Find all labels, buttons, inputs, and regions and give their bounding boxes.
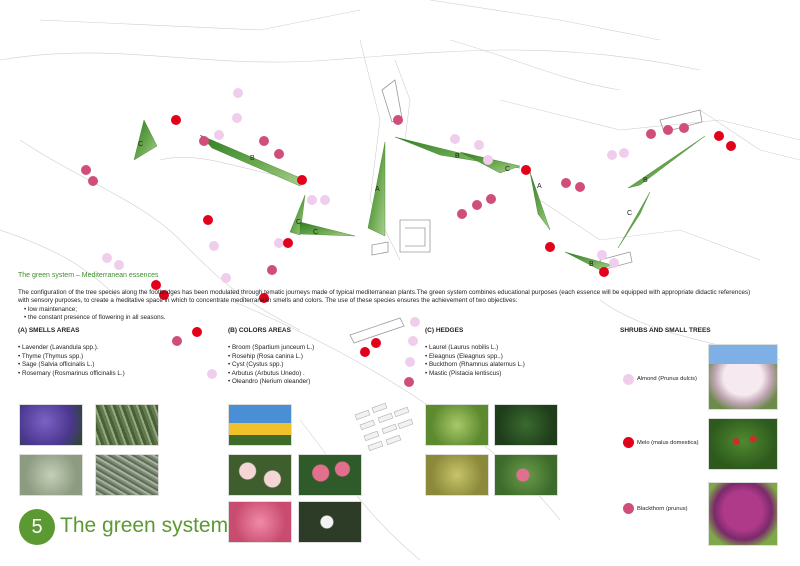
almond-markers — [102, 88, 629, 379]
mastic-photo — [494, 454, 558, 496]
rosemary-photo — [95, 404, 159, 446]
smells-item: Sage (Salvia officinalis L.) — [18, 361, 125, 370]
buckthorn-photo — [425, 454, 489, 496]
zone-label-a-1: A — [375, 186, 380, 193]
hedges-section: (C) HEDGES Laurel (Laurus nobilis L.) El… — [425, 327, 525, 378]
colors-item: Broom (Spartium junceum L.) — [228, 344, 314, 353]
melo-legend-icon — [623, 437, 634, 448]
thyme-photo — [95, 454, 159, 496]
cyst-photo — [298, 454, 362, 496]
melo-markers — [151, 115, 736, 357]
shrubs-title: SHRUBS AND SMALL TREES — [620, 327, 711, 334]
objectives-list: low maintenance; the constant presence o… — [18, 306, 758, 323]
colors-item: Oleandro (Nerium oleander) — [228, 378, 314, 387]
section-number-badge: 5 — [19, 509, 55, 545]
system-subtitle: The green system – Mediterranean essence… — [18, 272, 159, 279]
arbutus-photo — [298, 501, 362, 543]
band-c-1 — [133, 119, 158, 161]
smells-list: Lavender (Lavandula spp.). Thyme (Thymus… — [18, 344, 125, 378]
lavender-photo — [19, 404, 83, 446]
band-a-1 — [367, 141, 386, 237]
zone-label-a-2: A — [537, 183, 542, 190]
blackthorn-legend-label: Blackthorn (prunus) — [637, 506, 688, 512]
zone-label-b-3: B — [589, 261, 594, 268]
zone-labels: C B C C A B C A B B C — [138, 141, 648, 268]
zone-label-b-4: B — [643, 177, 648, 184]
building-cluster — [354, 402, 414, 452]
hedges-list: Laurel (Laurus nobilis L.) Eleagnus (Ele… — [425, 344, 525, 378]
melo-legend-label: Melo (malus domestica) — [637, 440, 699, 446]
smells-item: Thyme (Thymus spp.) — [18, 353, 125, 362]
objective-item: the constant presence of flowering in al… — [24, 314, 758, 322]
intro-text: The configuration of the tree species al… — [18, 289, 758, 322]
hedges-item: Mastic (Pistacia lentiscus) — [425, 370, 525, 379]
intro-paragraph: The configuration of the tree species al… — [18, 289, 751, 305]
colors-item: Cyst (Cystus spp.) — [228, 361, 314, 370]
zone-label-b-1: B — [250, 155, 255, 162]
rosehip-photo — [228, 454, 292, 496]
zone-label-c-1: C — [138, 141, 143, 148]
almond-tree-photo — [708, 344, 778, 410]
section-title: The green system — [60, 514, 229, 537]
broom-photo — [228, 404, 292, 446]
almond-legend-label: Almond (Prunus dulcis) — [637, 376, 697, 382]
colors-list: Broom (Spartium junceum L.) Rosehip (Ros… — [228, 344, 315, 387]
zone-label-b-2: B — [455, 153, 460, 160]
melo-tree-photo — [708, 418, 778, 470]
band-c-3 — [299, 221, 356, 237]
hedges-item: Buckthorn (Rhamnus alaternus L.) — [425, 361, 525, 370]
band-c-5 — [617, 191, 651, 249]
smells-item: Lavender (Lavandula spp.). — [18, 344, 125, 353]
band-a-2 — [529, 171, 551, 231]
eleagnus-photo — [494, 404, 558, 446]
hedges-item: Laurel (Laurus nobilis L.) — [425, 344, 525, 353]
blackthorn-legend-icon — [623, 503, 634, 514]
zone-label-c-5: C — [627, 210, 632, 217]
hedges-title: (C) HEDGES — [425, 327, 464, 334]
oleander-photo — [228, 501, 292, 543]
blackthorn-tree-photo — [708, 482, 778, 546]
zone-label-c-4: C — [505, 166, 510, 173]
blackthorn-markers — [81, 115, 689, 387]
colors-section: (B) COLORS AREAS Broom (Spartium junceum… — [228, 327, 314, 387]
colors-title: (B) COLORS AREAS — [228, 327, 291, 334]
colors-item: Arbutus (Arbutus Unedo) . — [228, 370, 314, 379]
smells-title: (A) SMELLS AREAS — [18, 327, 80, 334]
planting-bands — [133, 119, 706, 271]
smells-item: Rosemary (Rosmarinus officinalis L.) — [18, 370, 125, 379]
zone-label-c-2: C — [296, 219, 301, 226]
hedges-item: Eleagnus (Eleagnus spp..) — [425, 353, 525, 362]
smells-section: (A) SMELLS AREAS Lavender (Lavandula spp… — [18, 327, 125, 378]
colors-item: Rosehip (Rosa canina L.) — [228, 353, 314, 362]
almond-legend-icon — [623, 374, 634, 385]
sage-photo — [19, 454, 83, 496]
band-b-4 — [627, 135, 706, 189]
laurel-photo — [425, 404, 489, 446]
objective-item: low maintenance; — [24, 306, 758, 314]
zone-label-c-3: C — [313, 229, 318, 236]
